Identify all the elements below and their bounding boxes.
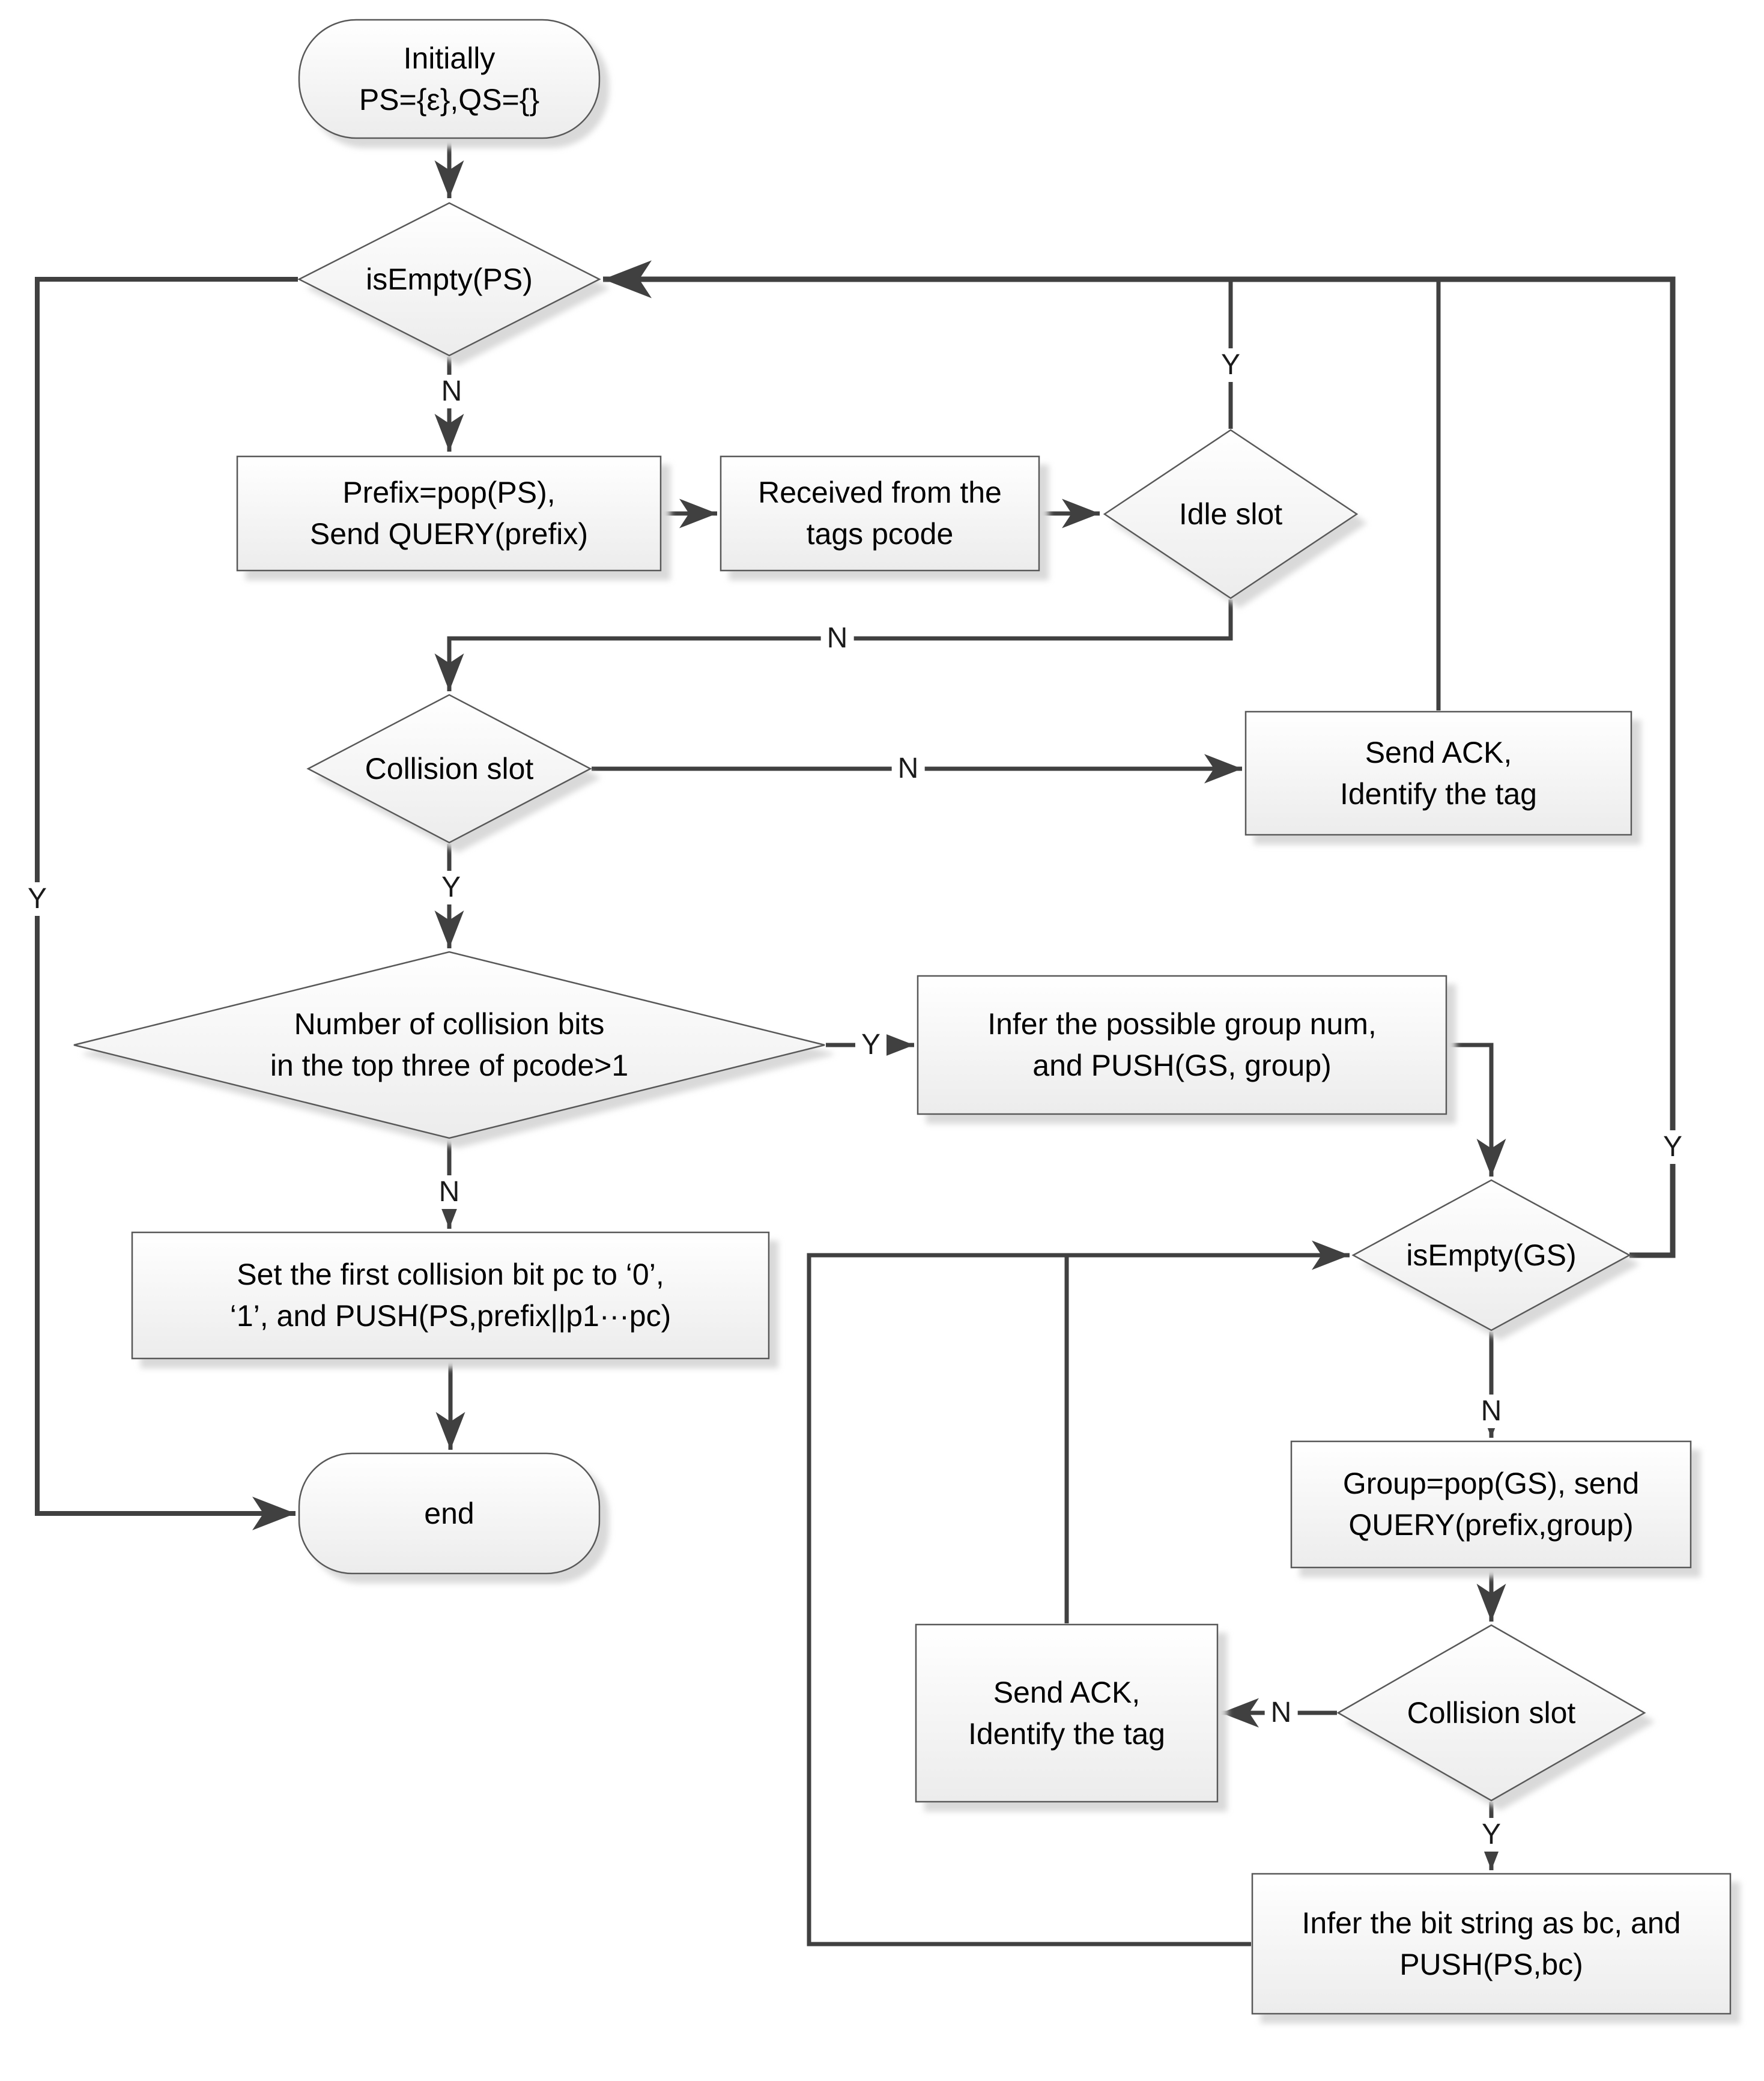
send-ack-2-box-shape bbox=[915, 1623, 1219, 1803]
collision-slot-1-decision-shape bbox=[306, 694, 592, 844]
edge-isempty-gs-yes-return bbox=[603, 260, 1676, 1258]
end-node-shape bbox=[298, 1452, 601, 1575]
received-box-shape bbox=[720, 455, 1040, 572]
edge-inferbit-loop-to-isempty-gs bbox=[807, 1240, 1350, 1946]
idle-slot-decision-shape bbox=[1103, 429, 1359, 599]
prefix-pop-box-shape bbox=[236, 455, 662, 572]
isempty-ps-decision-shape bbox=[297, 202, 601, 357]
collision-bits-decision-shape bbox=[73, 951, 825, 1139]
isempty-gs-decision-shape bbox=[1351, 1179, 1631, 1331]
start-node-shape bbox=[298, 19, 601, 139]
infer-bit-string-box-shape bbox=[1251, 1873, 1732, 2015]
collision-slot-2-decision-shape bbox=[1336, 1624, 1646, 1802]
edge-infergroup-to-isempty-gs bbox=[1447, 1043, 1506, 1177]
infer-group-box-shape bbox=[917, 975, 1447, 1115]
send-ack-1-box-shape bbox=[1244, 710, 1632, 836]
group-pop-box-shape bbox=[1290, 1440, 1692, 1569]
set-first-bit-box-shape bbox=[131, 1231, 770, 1360]
edge-idle-no-to-collision1 bbox=[434, 599, 1233, 691]
